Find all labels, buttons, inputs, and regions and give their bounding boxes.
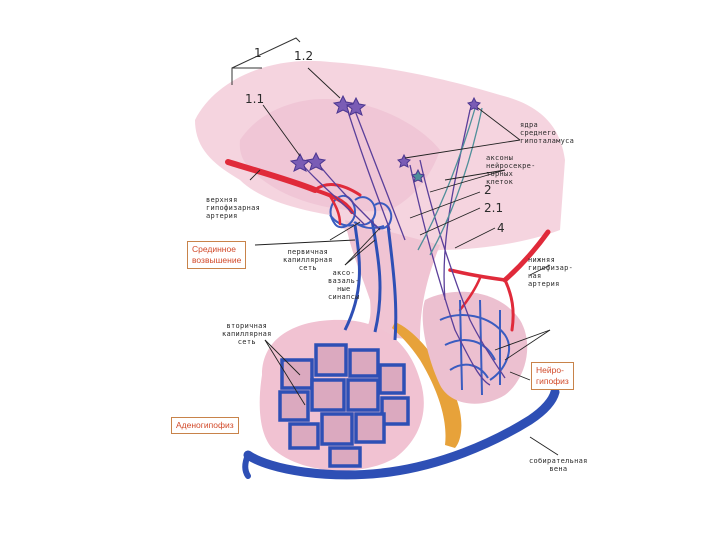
neuron-star <box>411 168 425 183</box>
leader-line <box>264 339 306 406</box>
capillary-cell <box>280 358 314 390</box>
leader-line <box>429 169 506 193</box>
artery-branch <box>458 276 482 312</box>
label-neurosecretory-axons: аксоны нейросекре- торных клеток <box>486 154 536 186</box>
neuro-capillary <box>444 339 496 361</box>
leader-line <box>264 339 301 376</box>
axon <box>351 102 406 241</box>
neuron-star <box>289 152 311 172</box>
axon-bundle <box>299 101 506 386</box>
label-lower-hypophyseal-artery: нижняя гипофизар- ная артерия <box>528 256 574 288</box>
neurohypophysis-capillaries <box>439 299 510 396</box>
neuron-cells <box>289 94 481 183</box>
leader-line <box>249 169 261 181</box>
leader-line <box>454 227 496 249</box>
neuro-capillary <box>449 363 489 379</box>
box-median-eminence: Срединное возвышение <box>187 241 247 269</box>
leader-line <box>409 191 481 219</box>
collecting-vein-branch <box>242 452 251 479</box>
leader-line <box>529 436 559 456</box>
leader-line <box>529 264 551 276</box>
leader-line <box>262 104 301 157</box>
pituitary-stalk <box>345 220 440 340</box>
label-1-1: 1.1 <box>245 92 265 106</box>
capillary-cell <box>378 363 406 395</box>
label-1-2: 1.2 <box>294 49 314 63</box>
label-hypothalamus-nuclei: ядра среднего гипоталамуса <box>520 121 575 145</box>
label-1: 1 <box>254 46 262 60</box>
label-axovasal-synapses: аксо- вазаль- ные синапсы <box>328 269 360 301</box>
label-4: 4 <box>497 221 505 235</box>
capillary-cell <box>278 390 310 422</box>
neuron-star <box>305 151 327 171</box>
leader-line <box>509 371 531 381</box>
capillary-cell <box>348 348 380 378</box>
capillary-cell <box>354 412 386 444</box>
capillary-cell <box>328 446 362 468</box>
lower-hypophyseal-artery <box>448 229 551 332</box>
intermediate-band <box>392 322 462 448</box>
neurohypophysis-lobe <box>422 291 528 404</box>
portal-vein <box>343 224 361 331</box>
label-1-bracket <box>231 37 301 85</box>
axon <box>344 101 391 231</box>
artery-trunk <box>225 159 318 193</box>
axon <box>409 164 491 386</box>
label-upper-hypophyseal-artery: верхняя гипофизарная артерия <box>206 196 261 220</box>
leader-line <box>494 329 551 351</box>
portal-vein <box>370 219 382 333</box>
leader-line <box>419 207 481 236</box>
teal-axon <box>429 107 483 256</box>
axon <box>419 159 506 379</box>
neuron-star <box>467 96 481 111</box>
neuron-star <box>332 94 354 114</box>
leader-line <box>477 107 521 141</box>
artery-branch <box>503 278 515 332</box>
leader-line <box>329 221 361 241</box>
label-primary-capillary-net: первичная капиллярная сеть <box>283 248 333 272</box>
artery-branch <box>328 194 342 226</box>
leader-line <box>444 169 506 181</box>
primary-capillary-loop <box>354 196 377 226</box>
portal-veins <box>343 219 398 341</box>
box-adenohypophysis: Аденогипофиз <box>171 417 239 434</box>
neuron-star <box>397 153 411 168</box>
collecting-vein <box>243 387 560 480</box>
leader-line <box>307 67 341 99</box>
capillary-cell <box>310 378 346 412</box>
leader-line <box>344 227 381 266</box>
capillary-cell <box>314 343 348 377</box>
capillary-cell <box>380 396 410 426</box>
leader-line <box>254 239 356 246</box>
leader-line <box>344 239 376 266</box>
artery-branch <box>448 268 507 282</box>
capillary-cell <box>320 412 354 446</box>
bracket-line <box>231 37 301 85</box>
capillary-cell <box>346 378 380 412</box>
label-secondary-capillary-net: вторичная капиллярная сеть <box>222 322 272 346</box>
portal-vein <box>386 224 398 341</box>
neuron-star <box>345 96 367 116</box>
label-2: 2 <box>484 183 492 197</box>
neuro-capillary <box>459 299 501 396</box>
leader-line <box>404 139 521 159</box>
teal-axon <box>417 104 477 251</box>
artery-trunk <box>502 229 551 283</box>
leader-lines <box>249 67 559 456</box>
artery-branch <box>313 183 362 197</box>
label-2-1: 2.1 <box>484 201 504 215</box>
axon <box>299 161 366 226</box>
box-neurohypophysis: Нейро- гипофиз <box>531 362 574 390</box>
label-collecting-vein: собирательная вена <box>529 457 588 473</box>
axon <box>443 109 471 301</box>
teal-axons <box>417 104 483 256</box>
neuro-capillary <box>439 314 510 381</box>
capillary-cell <box>288 422 320 450</box>
leader-line <box>504 329 551 361</box>
